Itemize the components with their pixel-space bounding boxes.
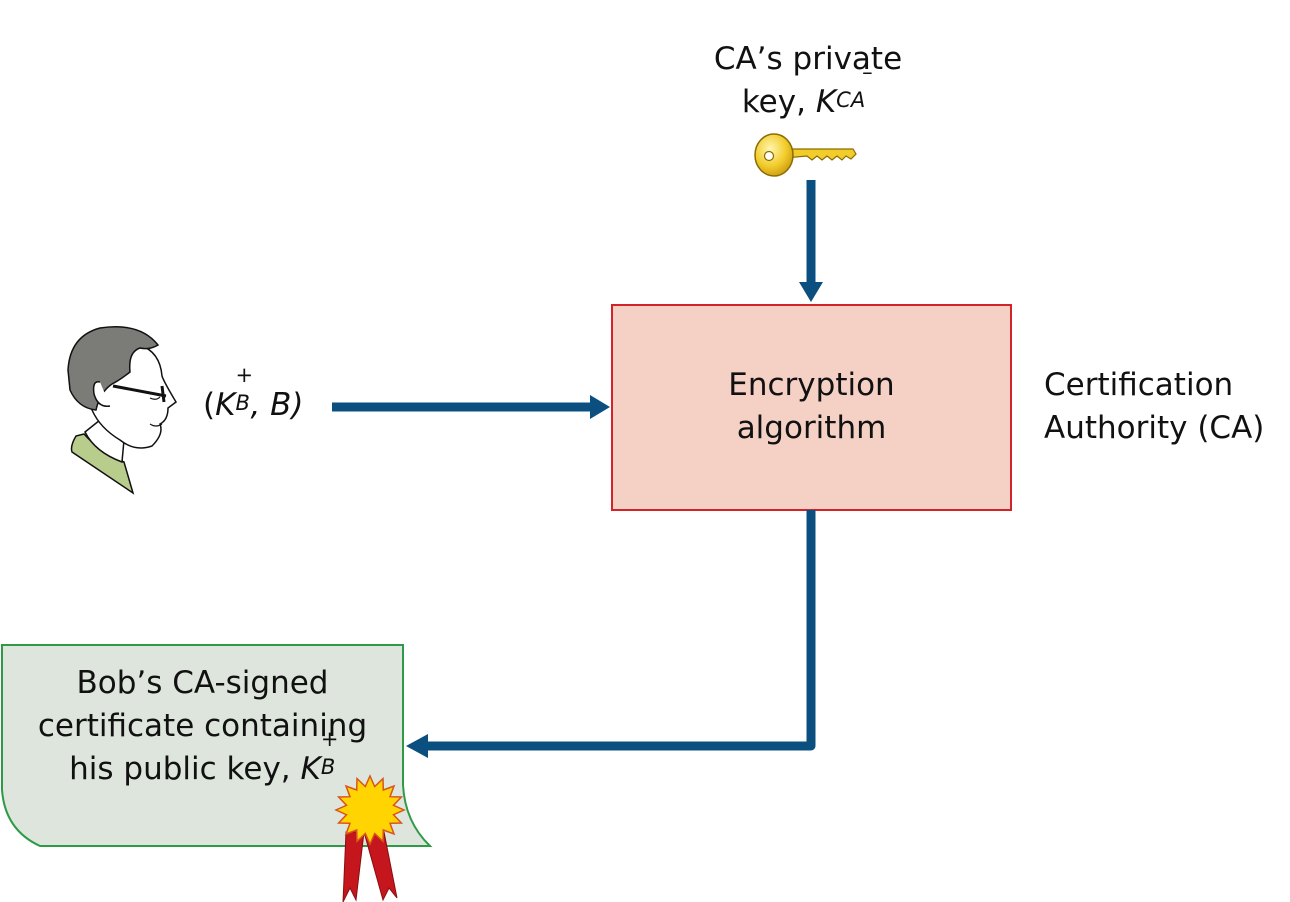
private-key-line1: CA’s private	[713, 41, 903, 77]
certificate-prefix: his public key,	[69, 751, 301, 787]
bob-input-subscript: B	[235, 391, 250, 415]
private-key-subscript: CA	[836, 88, 866, 112]
person-icon	[67, 326, 177, 495]
certificate-subscript: B	[320, 755, 336, 779]
private-key-label: CA’s private key, K – CA	[688, 38, 928, 124]
private-key-superscript: –	[862, 60, 873, 84]
bob-input-rest: , B)	[250, 387, 304, 423]
encryption-box-label: Encryption algorithm	[612, 364, 1011, 450]
arrow-key-to-box	[799, 180, 823, 302]
certificate-symbol: K	[300, 751, 321, 787]
encryption-line2: algorithm	[736, 410, 887, 446]
encryption-line1: Encryption	[728, 367, 895, 403]
certificate-line1: Bob’s CA-signed	[76, 665, 329, 701]
private-key-prefix: key,	[741, 84, 816, 120]
ca-label: Certification Authority (CA)	[1044, 364, 1264, 450]
arrow-bob-to-box	[332, 395, 610, 419]
private-key-symbol: K	[815, 84, 837, 120]
certificate-label: Bob’s CA-signed certificate containing h…	[2, 662, 403, 791]
encryption-box	[611, 304, 1012, 511]
bob-input-symbol: K	[215, 387, 236, 423]
ca-label-line2: Authority (CA)	[1044, 410, 1265, 446]
certificate-line2: certificate containing	[37, 708, 368, 744]
certificate-line3: his public key, K+ B	[2, 729, 403, 791]
ca-label-line1: Certification	[1044, 367, 1234, 403]
bob-input-open: (	[203, 387, 216, 423]
key-icon	[754, 133, 857, 177]
certificate-superscript: +	[320, 727, 339, 751]
arrow-box-to-certificate	[406, 510, 816, 758]
private-key-line2: key, K – CA	[688, 62, 928, 124]
bob-input-label: (K+ B, B)	[203, 365, 304, 427]
seal-icon	[334, 774, 406, 902]
bob-input-superscript: +	[235, 363, 254, 387]
certificate-shape	[1, 644, 433, 847]
